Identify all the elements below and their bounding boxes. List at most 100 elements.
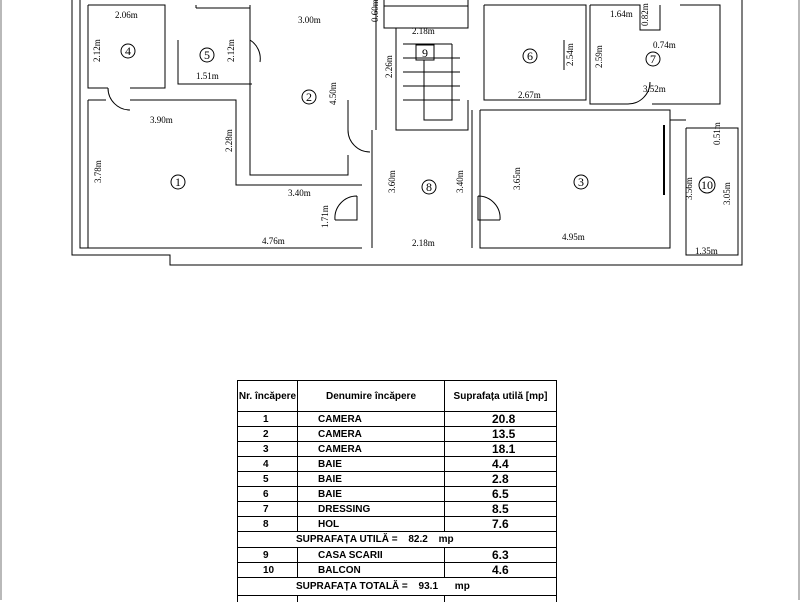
dim-label: 1.64m: [610, 9, 633, 19]
dim-label: 3.40m: [455, 170, 465, 193]
dim-label: 1.51m: [196, 71, 219, 81]
room-number: 1: [175, 175, 181, 189]
total-area-label: SUPRAFAȚA TOTALĂ =: [296, 581, 408, 592]
cell-nr: 6: [238, 487, 298, 502]
cell-nr: 10: [238, 563, 298, 578]
room-2-walls: [250, 0, 376, 175]
dim-label: 4.50m: [328, 82, 338, 105]
table-row: 10 BALCON 4.6: [238, 563, 557, 578]
cell-nr: 7: [238, 502, 298, 517]
dim-label: 3.00m: [298, 15, 321, 25]
dim-label: 2.12m: [92, 39, 102, 62]
cell-area: 6.5: [445, 487, 557, 502]
header-name: Denumire încăpere: [298, 381, 445, 412]
room-number: 3: [578, 175, 584, 189]
dim-label: 3.78m: [93, 160, 103, 183]
dim-label: 4.76m: [262, 236, 285, 246]
cell-nr: 2: [238, 427, 298, 442]
stair-steps: [403, 44, 460, 120]
cell-area: 4.4: [445, 457, 557, 472]
dim-label: 0.82m: [640, 3, 650, 26]
table-row: 2 CAMERA 13.5: [238, 427, 557, 442]
header-nr: Nr. încăpere: [238, 381, 298, 412]
cell-name: DRESSING: [298, 502, 445, 517]
table-row: 8 HOL 7.6: [238, 517, 557, 532]
dim-label: 3.05m: [722, 182, 732, 205]
cell-area: 8.5: [445, 502, 557, 517]
door-swing-hall-right: [478, 196, 500, 220]
dim-label: 2.67m: [518, 90, 541, 100]
room-number: 9: [422, 46, 428, 60]
dim-label: 1.35m: [695, 246, 718, 256]
room-number: 2: [306, 90, 312, 104]
dim-label: 2.28m: [224, 129, 234, 152]
door-swing-4: [108, 88, 130, 110]
dim-label: 3.60m: [387, 170, 397, 193]
table-row: 1 CAMERA 20.8: [238, 412, 557, 427]
cell-name: CASA SCARII: [298, 548, 445, 563]
dim-label: 3.65m: [512, 167, 522, 190]
dim-label: 3.40m: [288, 188, 311, 198]
cell-nr: 9: [238, 548, 298, 563]
cell-name: BALCON: [298, 563, 445, 578]
table-row: 7 DRESSING 8.5: [238, 502, 557, 517]
table-row: 4 BAIE 4.4: [238, 457, 557, 472]
dim-label: 1.71m: [320, 205, 330, 228]
table-row: 9 CASA SCARII 6.3: [238, 548, 557, 563]
floor-plan: 2.06m 3.00m 0.60m 2.18m 1.64m 0.82m 0.74…: [0, 0, 800, 300]
room-number: 4: [125, 44, 131, 58]
cell-area: 7.6: [445, 517, 557, 532]
header-area: Suprafața utilă [mp]: [445, 381, 557, 412]
dim-label: 3.52m: [643, 84, 666, 94]
total-area-unit: mp: [455, 581, 470, 592]
table-row: 3 CAMERA 18.1: [238, 442, 557, 457]
cell-nr: 5: [238, 472, 298, 487]
dim-label: 0.51m: [712, 122, 722, 145]
cell-nr: 1: [238, 412, 298, 427]
dim-label: 4.95m: [562, 232, 585, 242]
room-area-table: Nr. încăpere Denumire încăpere Suprafața…: [237, 380, 557, 602]
table-row: 6 BAIE 6.5: [238, 487, 557, 502]
cell-area: 18.1: [445, 442, 557, 457]
stair-walls: [384, 0, 468, 130]
cell-name: BAIE: [298, 487, 445, 502]
room-5-top: [196, 5, 250, 40]
cell-nr: 8: [238, 517, 298, 532]
outer-wall: [72, 0, 742, 265]
room-number: 7: [650, 52, 656, 66]
cell-area: 6.3: [445, 548, 557, 563]
cell-name: CAMERA: [298, 442, 445, 457]
dim-label: 2.59m: [594, 45, 604, 68]
useful-area-row: SUPRAFAȚA UTILĂ = 82.2 mp: [238, 532, 557, 548]
dim-label: 2.18m: [412, 26, 435, 36]
useful-area-label: SUPRAFAȚA UTILĂ =: [296, 534, 398, 545]
room-number: 8: [426, 180, 432, 194]
useful-area-value: 82.2: [408, 534, 427, 545]
room-number: 5: [204, 48, 210, 62]
table-row: 5 BAIE 2.8: [238, 472, 557, 487]
dim-label: 2.12m: [226, 39, 236, 62]
cell-nr: 3: [238, 442, 298, 457]
cell-area: 2.8: [445, 472, 557, 487]
useful-area-unit: mp: [439, 534, 454, 545]
total-area-value: 93.1: [419, 581, 438, 592]
dim-label: 3.56m: [684, 177, 694, 200]
dim-label: 2.26m: [384, 55, 394, 78]
total-area-row: SUPRAFAȚA TOTALĂ = 93.1 mp: [238, 578, 557, 596]
cell-name: BAIE: [298, 457, 445, 472]
dim-label: 2.54m: [565, 43, 575, 66]
cell-name: CAMERA: [298, 412, 445, 427]
dim-label: 3.90m: [150, 115, 173, 125]
dim-label: 0.74m: [653, 40, 676, 50]
cell-area: 4.6: [445, 563, 557, 578]
cell-area: 20.8: [445, 412, 557, 427]
cell-name: CAMERA: [298, 427, 445, 442]
room-number: 10: [701, 178, 713, 192]
door-swing-hall-left: [335, 196, 357, 220]
table-row: [238, 596, 557, 602]
door-swing-2: [348, 130, 370, 152]
door-swing-5: [250, 40, 260, 62]
cell-nr: 4: [238, 457, 298, 472]
dim-label: 0.60m: [370, 0, 380, 22]
room-1-top: [130, 100, 362, 185]
